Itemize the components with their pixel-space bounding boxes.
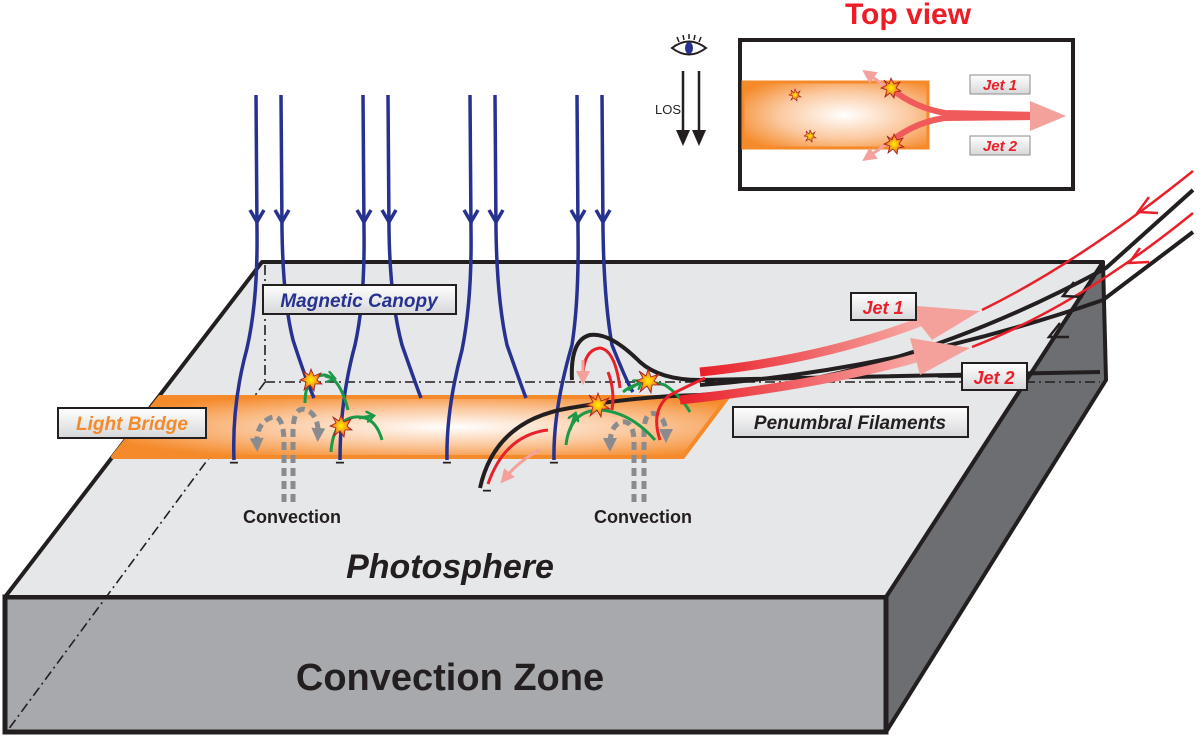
magnetic-canopy-text: Magnetic Canopy xyxy=(280,291,439,312)
polarity-mark: − xyxy=(335,455,344,472)
eye-icon xyxy=(670,34,708,56)
explosion-icon xyxy=(328,413,354,439)
inset-jet1-backflow xyxy=(862,69,889,90)
penumbral-filaments-label: Penumbral Filaments xyxy=(732,406,969,438)
field-line xyxy=(552,94,580,461)
incoming-red-line-1 xyxy=(981,170,1194,312)
inset-jet1-text: Jet 1 xyxy=(983,77,1017,94)
field-line xyxy=(386,94,423,399)
los-arrow-icon xyxy=(676,71,706,146)
convection-label-left: Convection xyxy=(243,507,341,527)
incoming-red-line-2 xyxy=(971,212,1194,349)
red-return-arrow xyxy=(500,448,541,484)
inset-jet2-text: Jet 2 xyxy=(983,138,1018,155)
top-view-inset: Jet 1 Jet 2 xyxy=(738,38,1075,191)
field-line xyxy=(231,94,259,461)
polarity-mark: − xyxy=(229,455,238,472)
los-label: LOS xyxy=(655,102,681,117)
polarity-mark: − xyxy=(482,483,491,500)
penumbral-filaments-text: Penumbral Filaments xyxy=(754,413,946,434)
photosphere-label: Photosphere xyxy=(346,548,554,586)
jet1-arrowhead xyxy=(905,305,980,340)
explosion-icon xyxy=(788,88,802,102)
jet2-label: Jet 2 xyxy=(938,362,1028,391)
field-line xyxy=(445,94,473,461)
penumbral-loop xyxy=(569,332,1101,383)
red-return-line xyxy=(486,428,549,485)
explosion-icon xyxy=(803,129,817,143)
jet2-arrow xyxy=(679,352,922,405)
red-loop xyxy=(581,346,622,389)
jet1-arrow xyxy=(699,317,922,377)
field-line xyxy=(493,94,528,399)
convection-left xyxy=(249,406,326,502)
polarity-mark: − xyxy=(549,455,558,472)
inset-jet2-backflow xyxy=(862,141,889,162)
incoming-arrowheads xyxy=(1046,196,1159,339)
explosion-icon xyxy=(634,367,662,395)
jet1-label: Jet 1 xyxy=(850,292,917,321)
jet2-text: Jet 2 xyxy=(973,368,1014,388)
explosion-icon xyxy=(879,76,903,99)
light-bridge-text: Light Bridge xyxy=(76,414,188,435)
inset-jet-arrowhead xyxy=(1030,101,1066,131)
hidden-edge-diagonal xyxy=(7,381,266,731)
explosion-icon xyxy=(584,391,612,419)
red-jet-base xyxy=(606,371,706,441)
light-bridge-label: Light Bridge xyxy=(57,407,207,439)
field-line xyxy=(600,94,635,394)
field-line-arrowheads xyxy=(248,209,612,226)
explosion-icon xyxy=(298,367,324,393)
explosion-icon xyxy=(882,132,906,155)
convection-zone-label: Convection Zone xyxy=(296,657,604,699)
inset-jet1-label: Jet 1 xyxy=(969,74,1031,95)
top-view-title: Top view xyxy=(845,0,972,31)
polarity-mark: − xyxy=(442,455,451,472)
penumbral-field-line-2 xyxy=(699,230,1195,387)
inset-jet2-label: Jet 2 xyxy=(969,135,1031,156)
explosion-markers xyxy=(298,367,662,439)
convection-label-right: Convection xyxy=(594,507,692,527)
jet2-arrowhead xyxy=(910,338,970,375)
magnetic-canopy-label: Magnetic Canopy xyxy=(262,284,457,315)
jet1-text: Jet 1 xyxy=(862,298,903,318)
polarity-marks: − − − − − xyxy=(229,455,558,500)
